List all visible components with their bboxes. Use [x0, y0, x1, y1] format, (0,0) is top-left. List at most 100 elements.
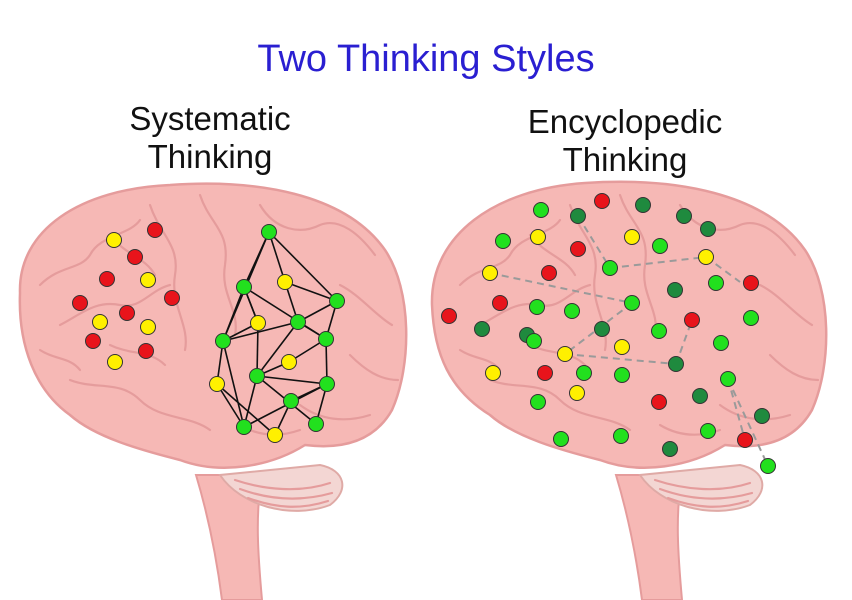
- green-node: [261, 224, 277, 240]
- darkgreen-node: [594, 321, 610, 337]
- red-node: [164, 290, 180, 306]
- encyclopedic-label-line1: Encyclopedic: [527, 103, 723, 140]
- darkgreen-node: [692, 388, 708, 404]
- connection-line: [243, 286, 327, 340]
- red-node: [541, 265, 557, 281]
- red-node: [138, 343, 154, 359]
- systematic-nodes: [72, 222, 345, 443]
- green-node: [602, 260, 618, 276]
- green-node: [652, 238, 668, 254]
- green-node: [700, 423, 716, 439]
- yellow-node: [281, 354, 297, 370]
- green-node: [236, 279, 252, 295]
- green-node: [529, 299, 545, 315]
- darkgreen-node: [474, 321, 490, 337]
- darkgreen-node: [754, 408, 770, 424]
- green-node: [720, 371, 736, 387]
- yellow-node: [482, 265, 498, 281]
- darkgreen-node: [667, 282, 683, 298]
- diagram-title: Two Thinking Styles: [257, 38, 595, 80]
- yellow-node: [530, 229, 546, 245]
- brain-stem: [194, 474, 264, 600]
- darkgreen-node: [570, 208, 586, 224]
- green-node: [624, 295, 640, 311]
- encyclopedic-nodes: [441, 193, 776, 474]
- red-node: [99, 271, 115, 287]
- yellow-node: [569, 385, 585, 401]
- yellow-node: [140, 319, 156, 335]
- dashed-connection-line: [489, 272, 633, 304]
- green-node: [215, 333, 231, 349]
- dashed-connection-line: [727, 378, 746, 441]
- encyclopedic-brain-illustration: [430, 180, 828, 600]
- green-node: [651, 323, 667, 339]
- connection-line: [284, 281, 338, 302]
- brain-stem: [614, 474, 684, 600]
- connection-line: [243, 375, 258, 428]
- green-node: [283, 393, 299, 409]
- red-node: [85, 333, 101, 349]
- connection-line: [268, 231, 286, 283]
- green-node: [318, 331, 334, 347]
- dashed-connection-line: [727, 378, 769, 467]
- dashed-connection-line: [609, 256, 707, 269]
- green-node: [319, 376, 335, 392]
- dashed-connection-line: [564, 353, 677, 365]
- red-node: [72, 295, 88, 311]
- green-node: [713, 335, 729, 351]
- systematic-label-line1: Systematic: [129, 100, 291, 137]
- green-node: [249, 368, 265, 384]
- darkgreen-node: [635, 197, 651, 213]
- green-node: [576, 365, 592, 381]
- red-node: [651, 394, 667, 410]
- yellow-node: [92, 314, 108, 330]
- yellow-node: [250, 315, 266, 331]
- cerebrum: [430, 180, 828, 469]
- yellow-node: [140, 272, 156, 288]
- systematic-thinking-label: Systematic Thinking: [90, 100, 330, 176]
- yellow-node: [557, 346, 573, 362]
- yellow-node: [698, 249, 714, 265]
- yellow-node: [107, 354, 123, 370]
- darkgreen-node: [700, 221, 716, 237]
- darkgreen-node: [668, 356, 684, 372]
- yellow-node: [485, 365, 501, 381]
- connection-line: [222, 286, 245, 342]
- encyclopedic-thinking-label: Encyclopedic Thinking: [495, 103, 755, 179]
- red-node: [147, 222, 163, 238]
- connection-line: [216, 383, 245, 428]
- green-node: [564, 303, 580, 319]
- cerebellum: [638, 463, 764, 512]
- red-node: [743, 275, 759, 291]
- green-node: [553, 431, 569, 447]
- red-node: [737, 432, 753, 448]
- green-node: [329, 293, 345, 309]
- green-node: [743, 310, 759, 326]
- connection-line: [256, 321, 299, 377]
- green-node: [530, 394, 546, 410]
- red-node: [570, 241, 586, 257]
- darkgreen-node: [676, 208, 692, 224]
- yellow-node: [624, 229, 640, 245]
- red-node: [594, 193, 610, 209]
- red-node: [537, 365, 553, 381]
- green-node: [613, 428, 629, 444]
- green-node: [533, 202, 549, 218]
- connection-line: [222, 340, 245, 428]
- yellow-node: [267, 427, 283, 443]
- green-node: [308, 416, 324, 432]
- connection-line: [216, 383, 276, 436]
- darkgreen-node: [662, 441, 678, 457]
- green-node: [526, 333, 542, 349]
- yellow-node: [106, 232, 122, 248]
- red-node: [441, 308, 457, 324]
- connection-line: [268, 231, 338, 302]
- connection-line: [222, 321, 299, 342]
- green-node: [290, 314, 306, 330]
- yellow-node: [209, 376, 225, 392]
- yellow-node: [277, 274, 293, 290]
- red-node: [127, 249, 143, 265]
- encyclopedic-label-line2: Thinking: [562, 141, 688, 178]
- red-node: [119, 305, 135, 321]
- dashed-connection-line: [577, 215, 611, 269]
